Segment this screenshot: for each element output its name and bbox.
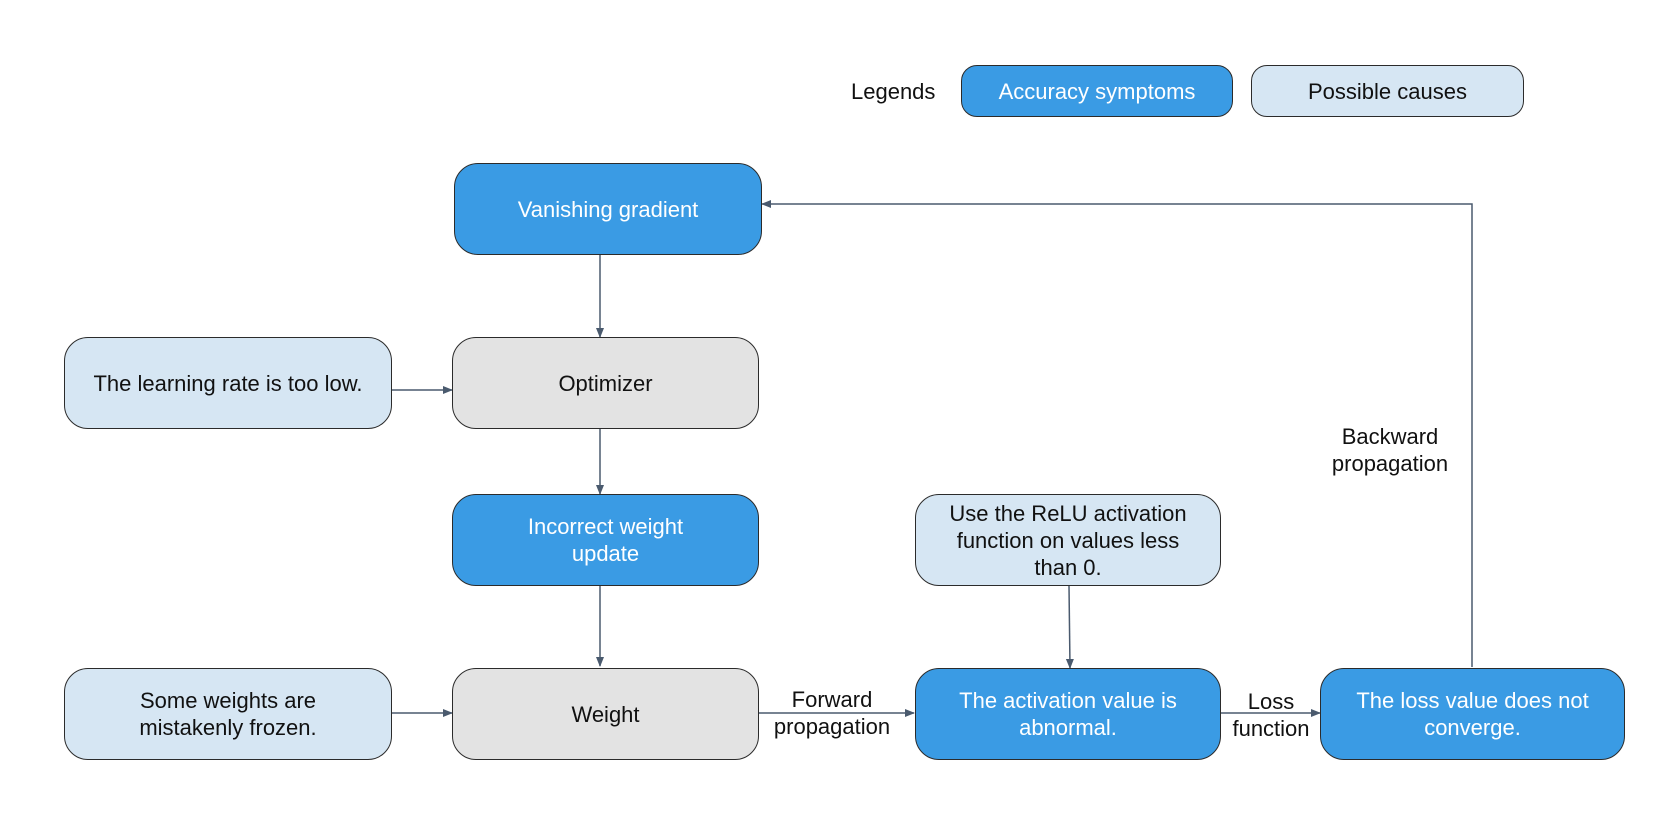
arrow-loss-to-vanishing [761, 200, 1473, 667]
node-activation-abnormal: The activation value is abnormal. [915, 668, 1221, 760]
node-relu-activation: Use the ReLU activation function on valu… [915, 494, 1221, 586]
legend-label: Legends [851, 79, 936, 104]
edge-label-forward: Forward propagation [773, 687, 891, 739]
legend-symptom: Accuracy symptoms [961, 65, 1233, 117]
node-optimizer: Optimizer [452, 337, 759, 429]
node-learning-rate-low: The learning rate is too low. [64, 337, 392, 429]
node-weights-frozen: Some weights are mistakenly frozen. [64, 668, 392, 760]
node-incorrect-weight-update: Incorrect weight update [452, 494, 759, 586]
legend-cause: Possible causes [1251, 65, 1524, 117]
node-weight: Weight [452, 668, 759, 760]
node-vanishing-gradient: Vanishing gradient [454, 163, 762, 255]
edge-label-backward: Backward propagation [1331, 424, 1449, 476]
edge-label-loss-function: Loss function [1232, 689, 1310, 741]
node-loss-not-converge: The loss value does not converge. [1320, 668, 1625, 760]
arrow-relu-to-activation [1065, 585, 1074, 669]
